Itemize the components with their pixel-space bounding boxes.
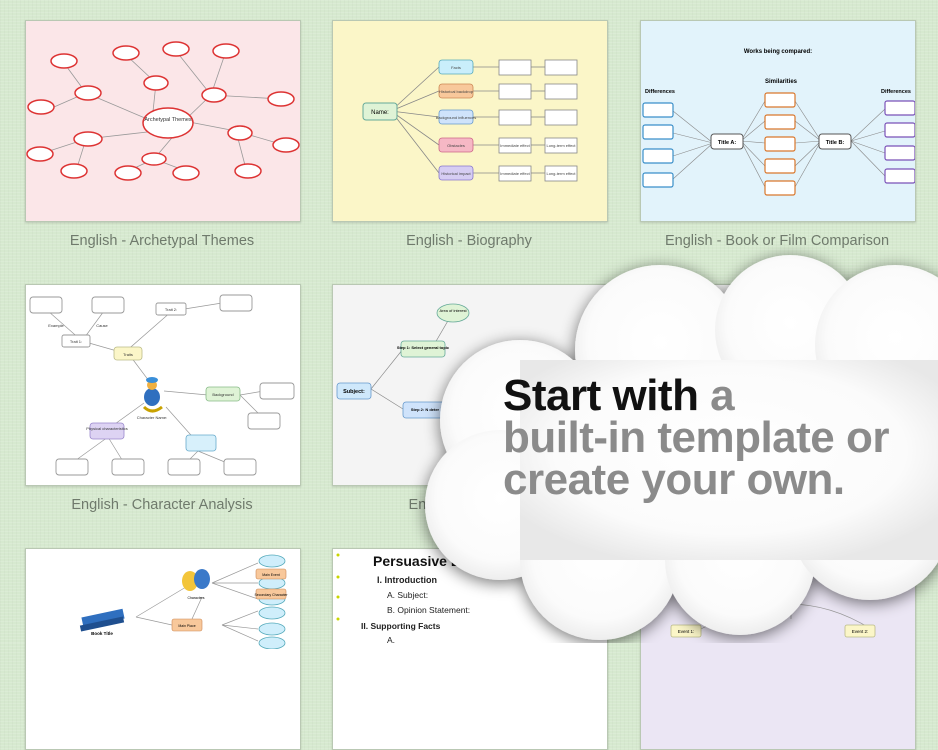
archetypal-themes-preview: Archetypal Themes <box>26 41 300 181</box>
template-biography[interactable]: Name: Facts Historical backdrop Backgrou… <box>332 20 608 222</box>
svg-text:Characters: Characters <box>187 596 204 600</box>
svg-text:Physical characteristics: Physical characteristics <box>86 426 128 431</box>
caption-archetypal-themes: English - Archetypal Themes <box>69 233 255 249</box>
svg-text:Facts: Facts <box>451 65 461 70</box>
svg-text:Title A:: Title A: <box>718 140 737 146</box>
svg-text:Event 1:: Event 1: <box>678 629 695 634</box>
theater-masks-icon <box>182 569 210 591</box>
svg-text:II. Supporting Facts: II. Supporting Facts <box>361 621 441 631</box>
promo-line2: built-in template or <box>503 413 890 462</box>
svg-text:Long-term effect: Long-term effect <box>546 143 576 148</box>
svg-text:Differences: Differences <box>645 89 675 95</box>
genie-icon <box>142 377 163 413</box>
svg-text:Immediate effect: Immediate effect <box>500 143 530 148</box>
svg-text:Step 1: Select general topic: Step 1: Select general topic <box>397 345 450 350</box>
svg-text:Immediate effect: Immediate effect <box>500 171 530 176</box>
svg-text:Long-term effect: Long-term effect <box>546 171 576 176</box>
caption-book-film-comparison: English - Book or Film Comparison <box>664 233 890 249</box>
svg-text:Traits: Traits <box>123 352 133 357</box>
svg-text:Title B:: Title B: <box>826 140 845 146</box>
template-character-analysis[interactable]: Trait 2: Trait 1: Traits Background Phys… <box>25 284 301 486</box>
svg-text:Works being compared:: Works being compared: <box>744 49 812 55</box>
svg-text:Trait 1:: Trait 1: <box>70 339 82 344</box>
promo-bold: Start with <box>503 371 699 420</box>
promo-headline: Start with a built-in template or create… <box>503 374 890 504</box>
svg-text:Example: Example <box>48 323 64 328</box>
center-node <box>142 107 194 139</box>
promo-rest: a <box>698 371 735 420</box>
character-analysis-preview: Trait 2: Trait 1: Traits Background Phys… <box>29 294 295 476</box>
svg-text:A. Subject:: A. Subject: <box>387 590 428 600</box>
svg-text:Subject:: Subject: <box>343 389 365 395</box>
comparison-preview: Works being compared: Similarities Diffe… <box>642 49 915 196</box>
english-d-preview: Area of interest Step 1: Select general … <box>336 303 470 419</box>
svg-text:A.: A. <box>387 635 395 645</box>
biography-preview: Name: Facts Historical backdrop Backgrou… <box>362 59 578 182</box>
promo-line3: create your own. <box>503 455 845 504</box>
svg-text:I. Introduction: I. Introduction <box>377 575 437 585</box>
svg-text:Cause: Cause <box>96 323 108 328</box>
svg-text:Background influences: Background influences <box>436 115 476 120</box>
svg-text:Event 2:: Event 2: <box>852 629 869 634</box>
svg-text:B. Opinion Statement:: B. Opinion Statement: <box>387 605 470 615</box>
svg-text:Background: Background <box>212 392 233 397</box>
svg-text:Step 2: N deter: Step 2: N deter <box>411 407 440 412</box>
svg-text:Main Event: Main Event <box>262 573 280 577</box>
svg-text:Historical impact: Historical impact <box>441 171 471 176</box>
center-label: Archetypal Themes <box>144 117 192 123</box>
svg-text:Similarities: Similarities <box>765 79 798 85</box>
svg-text:Differences: Differences <box>881 89 911 95</box>
book-icon <box>79 608 125 632</box>
template-archetypal-themes[interactable]: Archetypal Themes <box>25 20 301 222</box>
svg-text:Trait 2:: Trait 2: <box>165 307 177 312</box>
svg-text:Main Place: Main Place <box>178 624 195 628</box>
svg-text:Secondary Character: Secondary Character <box>254 593 288 597</box>
caption-character-analysis: English - Character Analysis <box>71 497 253 513</box>
svg-text:Obstacles: Obstacles <box>447 143 465 148</box>
svg-text:Area of interest: Area of interest <box>439 308 467 313</box>
template-book-film-comparison[interactable]: Works being compared: Similarities Diffe… <box>640 20 916 222</box>
promo-cloud <box>425 255 938 640</box>
svg-text:Character Name:: Character Name: <box>137 415 167 420</box>
svg-text:Historical backdrop: Historical backdrop <box>439 89 474 94</box>
svg-text:Book Title: Book Title <box>91 631 113 636</box>
svg-text:Name:: Name: <box>371 110 389 116</box>
caption-biography: English - Biography <box>406 233 532 249</box>
